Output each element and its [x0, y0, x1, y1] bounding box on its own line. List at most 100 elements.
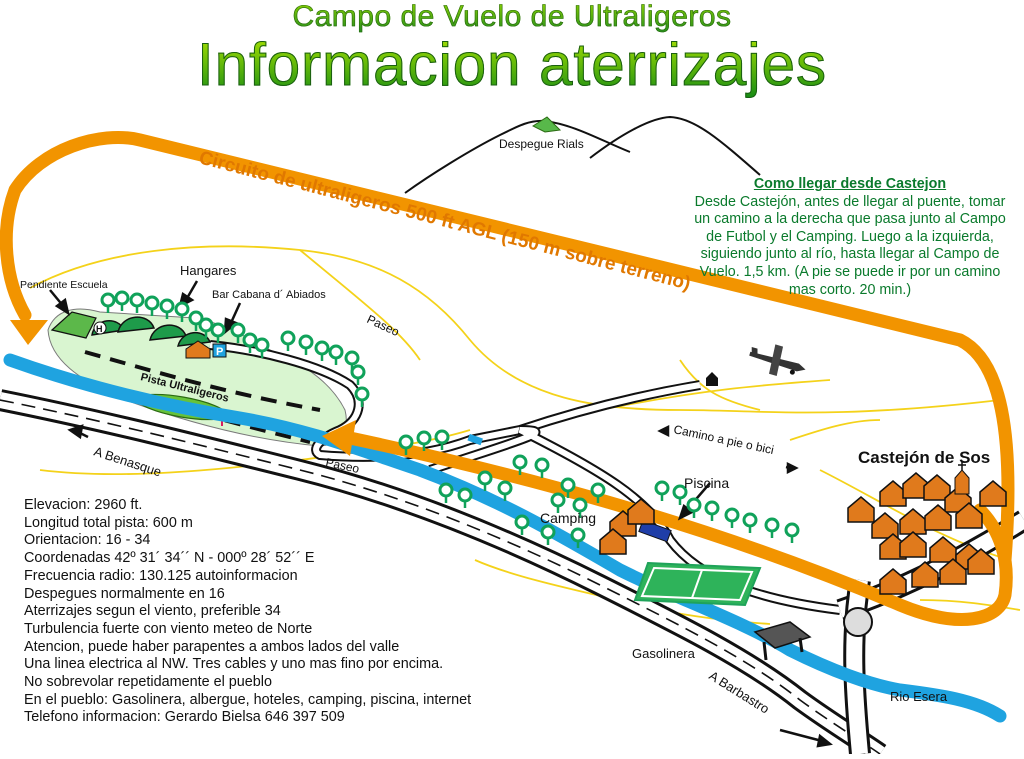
tree-icon [512, 454, 528, 475]
tree-icon [704, 500, 720, 521]
info-line: Telefono informacion: Gerardo Bielsa 646… [24, 709, 345, 726]
tree-icon [254, 337, 270, 358]
house-icon [924, 504, 952, 531]
circuit-arrow-head-left [10, 320, 48, 345]
tree-icon [350, 364, 366, 385]
house-icon [955, 502, 983, 529]
tree-icon [434, 429, 450, 450]
page-title: Informacion aterrizajes [0, 30, 1024, 99]
tree-icon [742, 512, 758, 533]
house-icon [599, 528, 627, 555]
tree-icon [159, 298, 175, 319]
tree-icon [477, 470, 493, 491]
road-airfield-loop [209, 340, 701, 462]
info-line: Aterrizajes segun el viento, preferible … [24, 603, 281, 620]
pool-icon [638, 519, 672, 543]
circuit-arrow-head-runway [322, 420, 356, 456]
info-line: No sobrevolar repetidamente el pueblo [24, 674, 272, 691]
paseo-bottom-label: Paseo [324, 455, 361, 476]
castejon-label: Castejón de Sos [858, 448, 990, 467]
bar-house-icon [185, 340, 211, 359]
directions-body: Desde Castejón, antes de llegar al puent… [694, 193, 1006, 298]
tree-icon [314, 340, 330, 361]
tree-icon [514, 514, 530, 535]
tree-icon [438, 482, 454, 503]
info-line: Turbulencia fuerte con viento meteo de N… [24, 620, 313, 637]
house-icon [879, 568, 907, 595]
house-icon [847, 496, 875, 523]
tree-icon [590, 482, 606, 503]
tree-icon [144, 295, 160, 316]
main-road-benasque [0, 389, 887, 759]
house-icon [899, 508, 927, 535]
info-line: Frecuencia radio: 130.125 autoinformacio… [24, 567, 298, 584]
house-icon [929, 536, 957, 563]
pendiente-label: Pendiente Escuela [20, 279, 108, 291]
tree-icon [210, 322, 226, 343]
tree-icon [457, 487, 473, 508]
camping-label: Camping [540, 510, 596, 526]
tree-icon [298, 334, 314, 355]
parking-sign: P [212, 343, 227, 358]
mountain-icon [404, 115, 761, 194]
yellow-paths [29, 245, 1021, 625]
airfield-info-list: Elevacion: 2960 ft.Longitud total pista:… [24, 497, 471, 727]
tree-icon [550, 492, 566, 513]
tree-icon [497, 480, 513, 501]
tree-icon [572, 497, 588, 518]
piscina-label: Piscina [684, 475, 729, 491]
hangares-label: Hangares [180, 263, 237, 278]
houses [599, 472, 1007, 595]
tree-icon [686, 497, 702, 518]
tree-icon [398, 434, 414, 455]
subtitle: Campo de Vuelo de Ultraligeros [0, 0, 1024, 34]
circuit-label: Circuito de ultraligeros 500 ft AGL (150… [197, 148, 693, 295]
house-icon [871, 512, 899, 539]
football-field [633, 561, 762, 607]
takeoff-zone [531, 116, 562, 133]
house-icon [911, 561, 939, 588]
gas-station-icon [753, 621, 812, 661]
church-icon [954, 462, 970, 495]
tree-icon [114, 290, 130, 311]
info-line: Longitud total pista: 600 m [24, 514, 193, 531]
tree-icon [188, 310, 204, 331]
tree-icon [354, 386, 370, 407]
bar-label: Bar Cabana d´ Abiados [212, 289, 326, 301]
tree-icon [570, 527, 586, 548]
tree-icon [654, 480, 670, 501]
h-sign: H [93, 321, 107, 335]
tree-icon [784, 522, 800, 543]
ultralight-circuit [0, 130, 1015, 626]
tree-icon [328, 344, 344, 365]
tree-icon [100, 292, 116, 313]
tree-icon [534, 457, 550, 478]
directions-title: Como llegar desde Castejon [753, 176, 947, 192]
paseo-top-label: Paseo [365, 312, 402, 339]
tree-icon [230, 322, 246, 343]
info-line: Orientacion: 16 - 34 [24, 532, 151, 549]
tree-icon [672, 484, 688, 505]
tree-icon [560, 477, 576, 498]
tree-icon [242, 332, 258, 353]
pendiente-escuela-zone [50, 311, 97, 339]
tree-icon [174, 301, 190, 322]
info-line: En el pueblo: Gasolinera, albergue, hote… [24, 691, 472, 708]
takeoff-label: Despegue Rials [499, 137, 584, 151]
svg-text:H: H [96, 324, 103, 334]
info-line: Coordenadas 42º 31´ 34´´ N - 000º 28´ 52… [24, 550, 315, 567]
house-icon [879, 480, 907, 507]
small-blue-sign [467, 433, 483, 446]
small-building-icon [706, 372, 718, 386]
house-icon [967, 548, 995, 575]
tree-icon [198, 317, 214, 338]
camino-label: Camino a pie o bici [672, 422, 775, 457]
tree-icon [416, 430, 432, 451]
house-icon [939, 558, 967, 585]
rio-label: Rio Esera [890, 689, 948, 704]
tree-icon [129, 292, 145, 313]
tree-icon [280, 330, 296, 351]
svg-text:P: P [216, 346, 223, 358]
